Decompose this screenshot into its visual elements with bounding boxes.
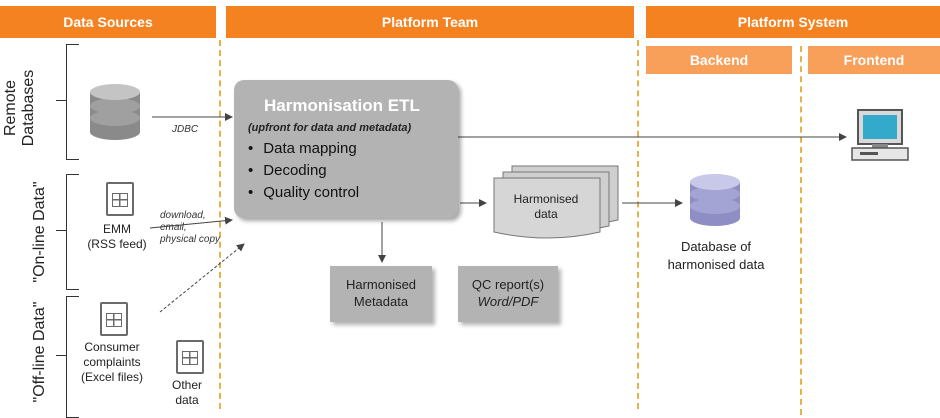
harmonised-data-label: Harmonised data <box>513 192 579 221</box>
etl-step: Decoding <box>248 160 359 182</box>
spreadsheet-file-icon <box>100 302 128 336</box>
header-backend: Backend <box>646 46 792 74</box>
row-bracket-tick <box>56 230 66 231</box>
arrow-online <box>149 216 233 229</box>
remote-database-icon <box>90 84 140 140</box>
separator-line <box>800 46 802 415</box>
harmonisation-etl-box: Harmonisation ETL (upfront for data and … <box>234 80 458 218</box>
separator-line <box>637 40 639 409</box>
header-frontend: Frontend <box>808 46 940 74</box>
etl-step: Quality control <box>248 182 359 204</box>
header-platform-system: Platform System <box>646 6 940 38</box>
harmonised-data-icon <box>493 165 619 239</box>
backend-database-icon <box>690 174 740 226</box>
separator-line <box>219 40 221 409</box>
row-bracket-tick <box>56 100 66 101</box>
header-platform-team: Platform Team <box>226 6 634 38</box>
backend-database-label: Database of harmonised data <box>667 239 765 272</box>
header-data-sources: Data Sources <box>0 6 216 38</box>
qc-report-box: QC report(s) Word/PDF <box>458 266 558 322</box>
etl-title: Harmonisation ETL <box>264 96 420 115</box>
source-consumer-complaints: Consumer complaints (Excel files) <box>80 340 143 384</box>
qc-report-title: QC report(s) <box>471 277 545 292</box>
row-bracket <box>66 44 79 160</box>
edge-label-download: download, email, physical copy <box>160 210 221 245</box>
edge-label-jdbc: JDBC <box>172 124 199 135</box>
etl-step: Data mapping <box>248 138 359 160</box>
spreadsheet-file-icon <box>176 340 204 374</box>
qc-report-format: Word/PDF <box>477 294 539 309</box>
source-other-data: Other data <box>171 378 202 407</box>
harmonised-metadata-label: Harmonised Metadata <box>345 277 417 309</box>
arrow-offline <box>159 243 245 313</box>
etl-subtitle: (upfront for data and metadata) <box>248 122 412 134</box>
spreadsheet-file-icon <box>106 182 134 216</box>
computer-icon <box>851 109 909 161</box>
source-emm: EMM (RSS feed) <box>87 222 147 251</box>
etl-steps: Data mapping Decoding Quality control <box>248 138 359 204</box>
diagram-connectors <box>90 84 909 313</box>
row-bracket <box>66 174 79 290</box>
harmonised-metadata-box: Harmonised Metadata <box>330 266 432 322</box>
row-bracket-tick <box>56 355 66 356</box>
